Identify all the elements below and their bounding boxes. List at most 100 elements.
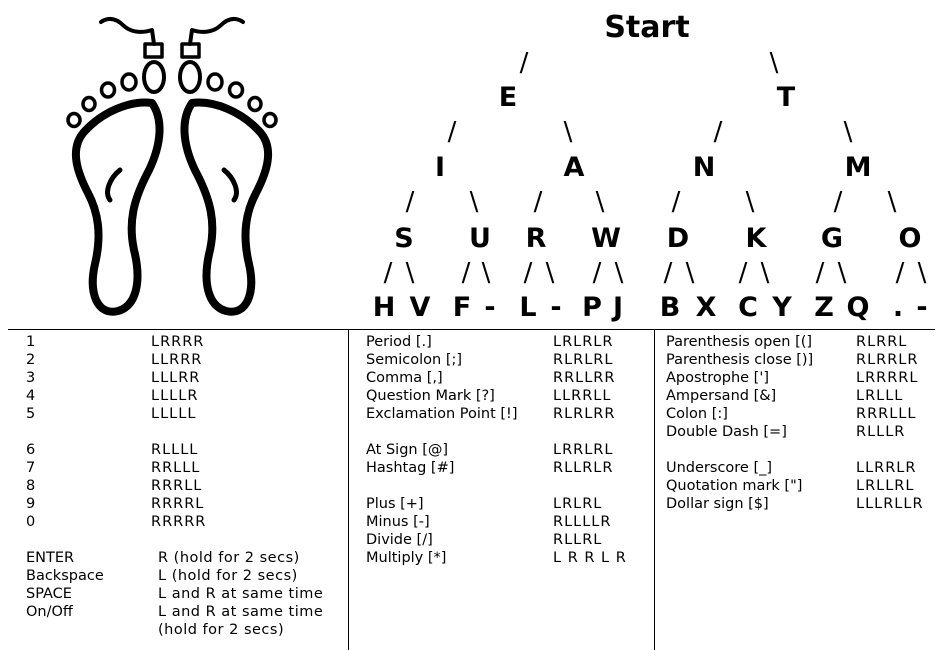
tree-branch: / bbox=[520, 48, 529, 78]
code-sequence: LLLRLLR bbox=[856, 496, 924, 512]
code-row: Ampersand [&] LRLLL bbox=[666, 387, 946, 405]
tree-start-label: Start bbox=[604, 10, 689, 45]
tree-branch: / bbox=[816, 258, 825, 288]
code-sequence: RLRRL bbox=[856, 334, 908, 350]
code-sequence: LLRRR bbox=[151, 352, 203, 368]
code-label: 7 bbox=[26, 460, 36, 476]
code-label: Quotation mark ["] bbox=[666, 478, 803, 494]
code-row: Question Mark [?]LLRRLL bbox=[366, 387, 648, 405]
code-row: Semicolon [;]RLRLRL bbox=[366, 351, 648, 369]
tree-node: J bbox=[611, 292, 623, 323]
tree-branch: / bbox=[593, 258, 602, 288]
tree-node: H bbox=[373, 292, 396, 323]
tree-node: Z bbox=[814, 292, 834, 323]
code-row: Period [.] LRLRLR bbox=[366, 333, 648, 351]
tree-node: U bbox=[469, 223, 491, 254]
code-row bbox=[26, 531, 341, 549]
tree-branch: / bbox=[896, 258, 905, 288]
tree-branch: \ bbox=[564, 117, 573, 147]
code-row: 1 LRRRR bbox=[26, 333, 341, 351]
feet-illustration bbox=[66, 17, 278, 316]
tree-node: - bbox=[916, 292, 927, 323]
code-sequence: RLLLL bbox=[151, 442, 199, 458]
tree-node: S bbox=[394, 223, 413, 254]
code-sequence: LRRRR bbox=[151, 334, 205, 350]
tree-node: P bbox=[582, 292, 602, 323]
code-row bbox=[366, 477, 648, 495]
tree-node: K bbox=[746, 223, 768, 254]
tree-branch: \ bbox=[838, 258, 847, 288]
code-sequence: R (hold for 2 secs) bbox=[158, 550, 300, 566]
tree-node: - bbox=[484, 292, 495, 323]
code-label: Plus [+] bbox=[366, 496, 424, 512]
code-sequence: RRRLL bbox=[151, 478, 203, 494]
tree-node: . bbox=[893, 292, 903, 323]
tree-branch: \ bbox=[770, 48, 779, 78]
code-row: Hashtag [#]RLLRLR bbox=[366, 459, 648, 477]
tree-branch: \ bbox=[844, 117, 853, 147]
tree-branch: \ bbox=[918, 258, 927, 288]
column-divider-1 bbox=[348, 329, 349, 650]
tree-node: D bbox=[667, 223, 689, 254]
tree-node: W bbox=[591, 223, 621, 254]
code-sequence: RRLLRR bbox=[553, 370, 616, 386]
code-label: Dollar sign [$] bbox=[666, 496, 769, 512]
code-label: 2 bbox=[26, 352, 36, 368]
tree-node: R bbox=[526, 223, 547, 254]
code-sequence: L and R at same time bbox=[158, 586, 324, 602]
code-label: Colon [:] bbox=[666, 406, 728, 422]
code-label: Period [.] bbox=[366, 334, 432, 350]
tree-node: A bbox=[564, 152, 585, 183]
tree-branch: \ bbox=[482, 258, 491, 288]
code-row: Underscore [_] LLRRLR bbox=[666, 459, 946, 477]
code-sequence: RRRRL bbox=[151, 496, 205, 512]
tree-node: X bbox=[696, 292, 717, 323]
code-row bbox=[366, 423, 648, 441]
tree-node: B bbox=[660, 292, 681, 323]
code-row: Plus [+] LRLRL bbox=[366, 495, 648, 513]
code-label: Backspace bbox=[26, 568, 104, 584]
tree-node: L bbox=[519, 292, 536, 323]
code-sequence: LLLRR bbox=[151, 370, 201, 386]
code-label: Ampersand [&] bbox=[666, 388, 777, 404]
code-row bbox=[666, 441, 946, 459]
code-sequence: RRLLL bbox=[151, 460, 201, 476]
code-sequence: LRLRL bbox=[553, 496, 603, 512]
code-sequence: LRLLL bbox=[856, 388, 904, 404]
code-label: 5 bbox=[26, 406, 36, 422]
code-label: 8 bbox=[26, 478, 36, 494]
tree-node: C bbox=[738, 292, 758, 323]
code-sequence: LRLRLR bbox=[553, 334, 614, 350]
tree-branch: / bbox=[406, 187, 415, 217]
code-row: Dollar sign [$] LLLRLLR bbox=[666, 495, 946, 513]
tree-branch: / bbox=[462, 258, 471, 288]
code-row bbox=[26, 423, 341, 441]
code-label: 4 bbox=[26, 388, 36, 404]
code-label: Minus [-] bbox=[366, 514, 430, 530]
code-sequence: L (hold for 2 secs) bbox=[158, 568, 298, 584]
code-label: 9 bbox=[26, 496, 36, 512]
code-label: Comma [,] bbox=[366, 370, 443, 386]
tree-branch: / bbox=[524, 258, 533, 288]
code-sequence: LLRRLR bbox=[856, 460, 917, 476]
tree-node: Q bbox=[847, 292, 870, 323]
code-label: Parenthesis close [)] bbox=[666, 352, 814, 368]
code-label: 1 bbox=[26, 334, 36, 350]
code-row: Backspace L (hold for 2 secs) bbox=[26, 567, 341, 585]
code-label: Question Mark [?] bbox=[366, 388, 495, 404]
code-sequence: RLLLLR bbox=[553, 514, 612, 530]
tree-branch: / bbox=[739, 258, 748, 288]
code-label: Parenthesis open [(] bbox=[666, 334, 813, 350]
tree-node: N bbox=[693, 152, 716, 183]
code-sequence: LRRLRL bbox=[553, 442, 614, 458]
code-label: Underscore [_] bbox=[666, 460, 773, 476]
tree-branch: \ bbox=[470, 187, 479, 217]
